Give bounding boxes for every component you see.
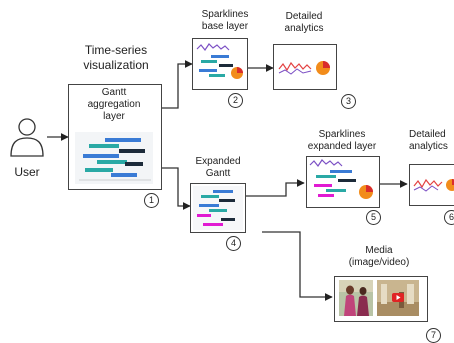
detailed-analytics-right-title-line1: Detailed	[409, 129, 446, 140]
user-icon	[10, 118, 44, 157]
expanded-gantt-number: 4	[226, 236, 241, 251]
sparklines-base-title-line2: base layer	[201, 21, 249, 32]
gantt-aggregation-title-line3: layer	[103, 111, 125, 122]
arrow-expanded-to-sparklines-expanded	[244, 179, 305, 197]
sparklines-expanded-number: 5	[366, 210, 381, 225]
media-title-line1: Media	[365, 245, 393, 256]
media-image-thumbnail	[339, 280, 373, 316]
sparklines-expanded-title-line2: expanded layer	[307, 141, 377, 152]
detailed-analytics-top-number: 3	[341, 94, 356, 109]
detailed-analytics-top-title-line2: analytics	[284, 23, 324, 34]
detailed-analytics-right-title-line2: analytics	[409, 141, 448, 152]
detailed-analytics-right-thumbnail	[413, 178, 454, 192]
gantt-aggregation-title-line2: aggregation	[87, 99, 141, 110]
sparklines-expanded-title-line1: Sparklines	[318, 129, 366, 140]
expanded-gantt-title-line1: Expanded	[195, 156, 241, 167]
expanded-gantt-title-line2: Gantt	[205, 168, 231, 179]
sparklines-base-title-line1: Sparklines	[201, 9, 249, 20]
arrow-expanded-to-media	[262, 231, 333, 301]
arrow-gantt-to-expanded	[160, 167, 191, 210]
media-title-line2: (image/video)	[348, 257, 410, 268]
media-video-thumbnail	[377, 280, 419, 316]
detailed-analytics-right-number: 6	[444, 210, 454, 225]
sparklines-expanded-thumbnail	[309, 159, 373, 199]
expanded-gantt-thumbnail	[193, 186, 243, 230]
detailed-analytics-top-thumbnail	[278, 61, 330, 75]
gantt-aggregation-thumbnail	[75, 132, 153, 184]
user-label: User	[14, 165, 40, 179]
sparklines-base-thumbnail	[196, 43, 243, 79]
gantt-aggregation-number: 1	[144, 193, 159, 208]
detailed-analytics-top-title-line1: Detailed	[285, 11, 323, 22]
arrow-gantt-to-sparklines-base	[160, 60, 193, 109]
diagram-title-line1: Time-series	[84, 43, 148, 57]
sparklines-base-number: 2	[228, 93, 243, 108]
video-play-icon[interactable]	[392, 293, 404, 302]
media-number: 7	[426, 328, 441, 343]
gantt-aggregation-title-line1: Gantt	[101, 87, 127, 98]
diagram-title-line2: visualization	[83, 58, 149, 72]
